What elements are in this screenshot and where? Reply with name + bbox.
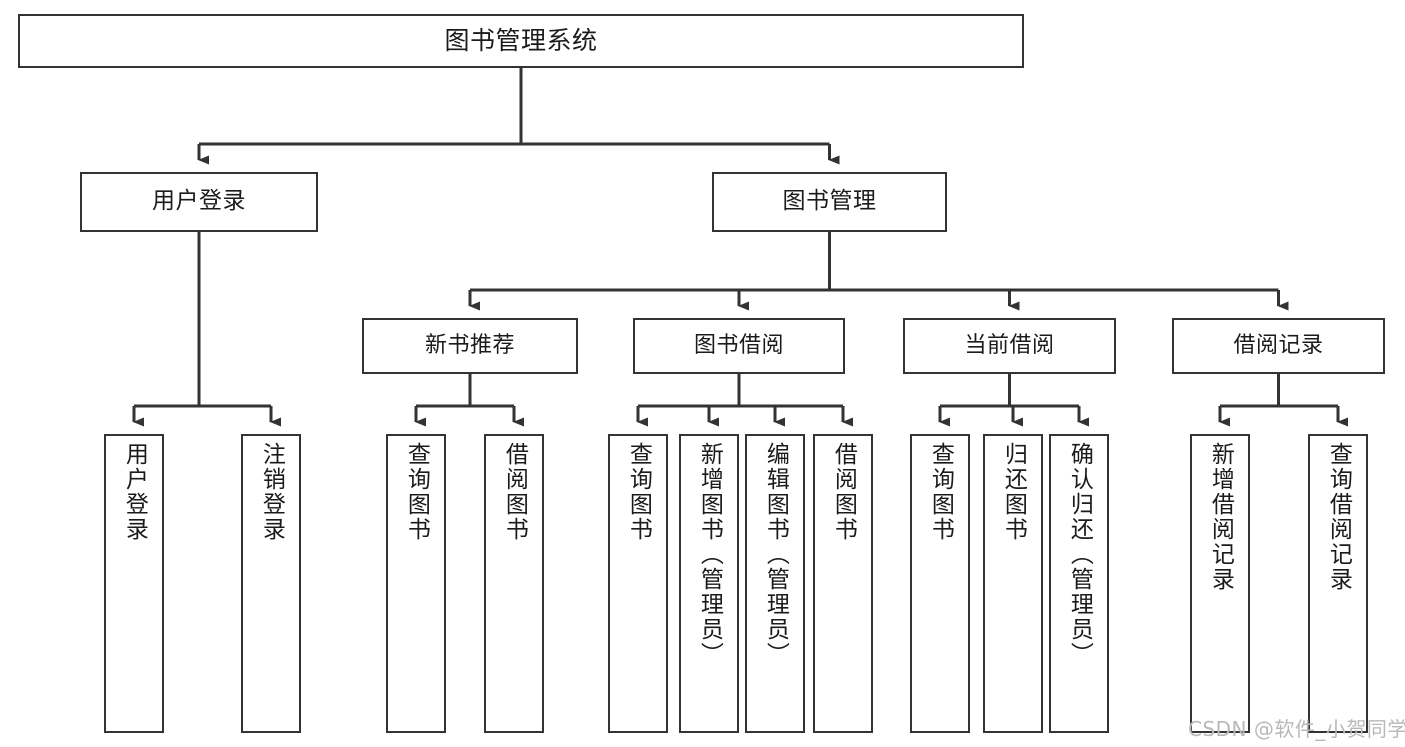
- node-label: 归还图书: [1000, 442, 1027, 542]
- node-label: 查询图书: [927, 442, 954, 542]
- node-label: 借阅图书: [501, 442, 528, 542]
- node-lf-cur-2[interactable]: 归还图书: [983, 434, 1043, 733]
- node-label: 编辑图书（管理员）: [762, 442, 789, 667]
- watermark-text: CSDN @软件_小贺同学: [1188, 717, 1405, 741]
- node-label: 新书推荐: [424, 333, 515, 359]
- node-label: 借阅图书: [830, 442, 857, 542]
- node-l1-book[interactable]: 图书管理: [712, 172, 947, 232]
- node-label: 用户登录: [152, 188, 246, 215]
- node-lf-cur-3[interactable]: 确认归还（管理员）: [1049, 434, 1109, 733]
- node-lf-cur-1[interactable]: 查询图书: [910, 434, 970, 733]
- node-label: 注销登录: [258, 442, 285, 542]
- node-lf-bor-1[interactable]: 查询图书: [608, 434, 668, 733]
- node-label: 查询借阅记录: [1325, 442, 1352, 592]
- node-lf-bor-3[interactable]: 编辑图书（管理员）: [745, 434, 805, 733]
- node-lf-bor-4[interactable]: 借阅图书: [813, 434, 873, 733]
- node-l2-borrow[interactable]: 图书借阅: [633, 318, 845, 374]
- node-l1-login[interactable]: 用户登录: [80, 172, 318, 232]
- node-lf-rec-2[interactable]: 查询借阅记录: [1308, 434, 1368, 733]
- node-label: 新增图书（管理员）: [696, 442, 723, 667]
- node-label: 借阅记录: [1233, 333, 1324, 359]
- node-label: 确认归还（管理员）: [1066, 442, 1093, 667]
- node-l2-record[interactable]: 借阅记录: [1172, 318, 1385, 374]
- node-lf-login-1[interactable]: 用户登录: [104, 434, 164, 733]
- node-lf-bor-2[interactable]: 新增图书（管理员）: [679, 434, 739, 733]
- node-label: 用户登录: [121, 442, 148, 542]
- node-lf-rec-1[interactable]: 新增借阅记录: [1190, 434, 1250, 733]
- node-label: 查询图书: [403, 442, 430, 542]
- node-l2-new[interactable]: 新书推荐: [362, 318, 578, 374]
- node-label: 图书管理: [782, 188, 877, 215]
- node-lf-new-2[interactable]: 借阅图书: [484, 434, 544, 733]
- node-label: 查询图书: [625, 442, 652, 542]
- node-lf-login-2[interactable]: 注销登录: [241, 434, 301, 733]
- node-lf-new-1[interactable]: 查询图书: [386, 434, 446, 733]
- node-label: 新增借阅记录: [1207, 442, 1234, 592]
- node-label: 图书借阅: [693, 333, 784, 359]
- node-root[interactable]: 图书管理系统: [18, 14, 1024, 68]
- node-label: 图书管理系统: [444, 26, 598, 56]
- node-l2-current[interactable]: 当前借阅: [903, 318, 1116, 374]
- node-label: 当前借阅: [964, 333, 1055, 359]
